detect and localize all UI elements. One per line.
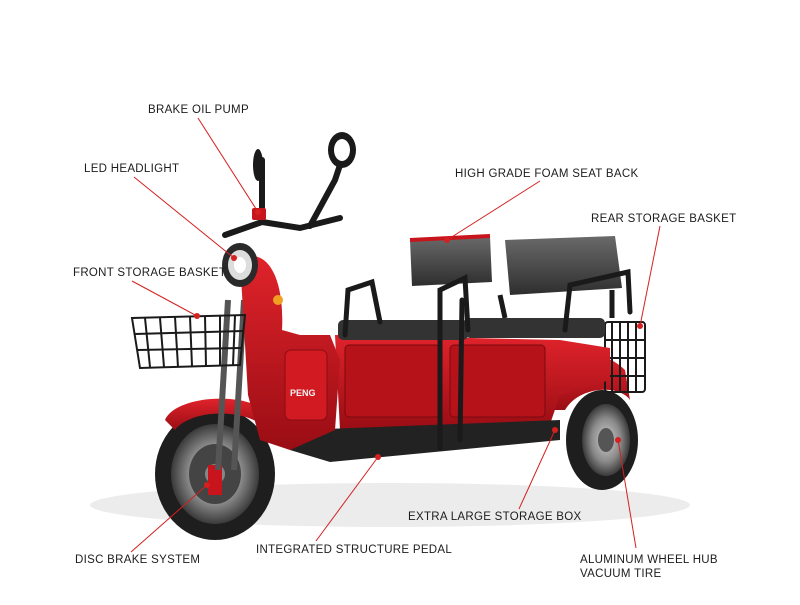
front-fork xyxy=(215,299,247,471)
rear-wheel xyxy=(566,390,638,490)
callout-brake-oil-pump: BRAKE OIL PUMP xyxy=(148,104,249,116)
front-basket xyxy=(130,313,247,370)
headlight xyxy=(222,243,258,287)
storage-box-panel xyxy=(344,344,441,418)
floor-pedal xyxy=(290,420,560,462)
front-wheel xyxy=(155,408,275,540)
callout-foam-seat-back: HIGH GRADE FOAM SEAT BACK xyxy=(455,168,639,180)
front-fender xyxy=(165,398,270,430)
grab-rails xyxy=(342,268,633,451)
callout-disc-brake-system: DISC BRAKE SYSTEM xyxy=(75,554,201,566)
front-seat xyxy=(338,234,492,340)
mirror-left xyxy=(253,149,263,181)
handlebar xyxy=(222,157,343,238)
callout-rear-storage-basket: REAR STORAGE BASKET xyxy=(591,213,737,225)
callout-integrated-pedal: INTEGRATED STRUCTURE PEDAL xyxy=(256,544,453,556)
callout-leaders xyxy=(130,117,661,553)
callout-wheel-hub: ALUMINUM WHEEL HUB VACUUM TIRE xyxy=(580,553,718,581)
callout-led-headlight: LED HEADLIGHT xyxy=(84,163,180,175)
callout-extra-large-storage-box: EXTRA LARGE STORAGE BOX xyxy=(408,511,582,523)
indicator-light xyxy=(273,295,283,305)
callout-wheel-hub-line1: ALUMINUM WHEEL HUB xyxy=(580,554,718,566)
callout-dots xyxy=(194,209,643,488)
callout-front-storage-basket: FRONT STORAGE BASKET xyxy=(73,267,227,279)
brand-text: PENG xyxy=(290,388,316,398)
callout-wheel-hub-line2: VACUUM TIRE xyxy=(580,568,662,580)
